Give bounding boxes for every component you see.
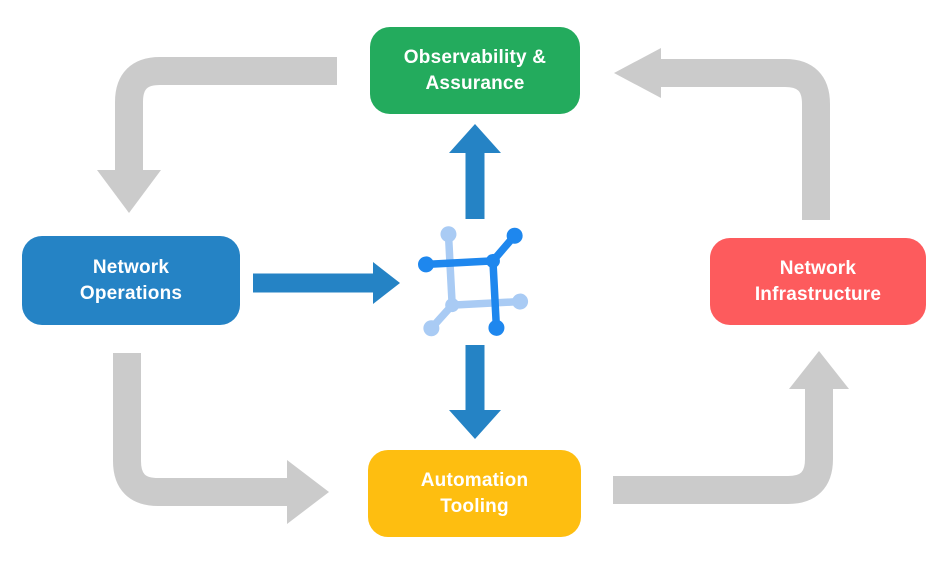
cycle-arrow-observability-to-operations (97, 57, 337, 213)
node-label-line: Infrastructure (754, 283, 882, 305)
node-network-operations: Network Operations (22, 236, 240, 325)
network-fabric-icon (418, 226, 529, 337)
node-automation-tooling: Automation Tooling (368, 450, 581, 537)
flow-arrow-center-to-tooling (449, 345, 501, 439)
node-label-line: Tooling (440, 495, 509, 517)
node-label-line: Automation (420, 469, 529, 491)
node-label-line: Network (779, 257, 857, 279)
node-label-line: Observability & (403, 46, 547, 68)
node-label-line: Operations (79, 282, 183, 304)
node-label: Observability & Assurance (404, 45, 546, 96)
node-network-infrastructure: Network Infrastructure (710, 238, 926, 325)
node-label: Network Operations (80, 255, 182, 306)
flow-arrow-operations-to-center (253, 262, 400, 304)
node-observability-assurance: Observability & Assurance (370, 27, 580, 114)
cycle-arrow-infrastructure-to-observability (614, 48, 830, 220)
node-label: Automation Tooling (421, 468, 529, 519)
node-label: Network Infrastructure (755, 256, 881, 307)
node-label-line: Assurance (425, 72, 525, 94)
cycle-arrow-tooling-to-infrastructure (613, 351, 849, 504)
cycle-arrow-operations-to-tooling (113, 353, 329, 524)
node-label-line: Network (92, 256, 170, 278)
flow-arrow-center-to-observability (449, 124, 501, 219)
